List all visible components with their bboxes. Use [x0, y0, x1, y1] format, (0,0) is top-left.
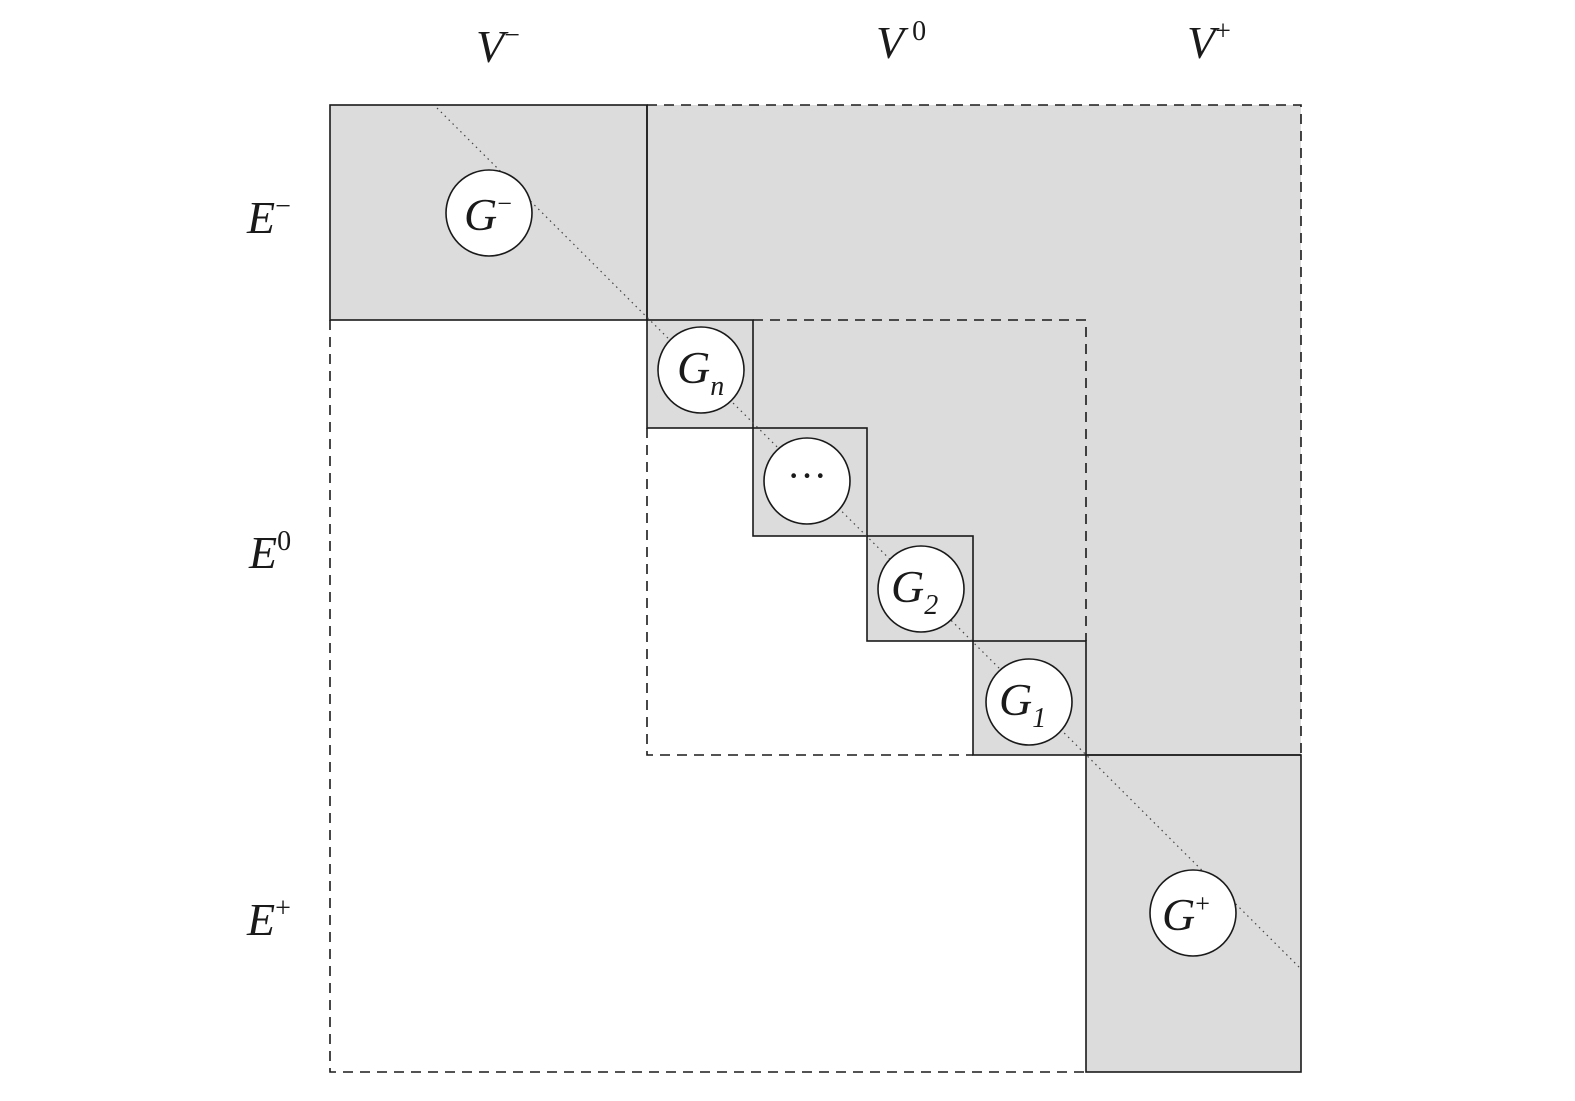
- block-g-2-label: G2: [891, 561, 938, 621]
- row-label-e-plus: E+: [246, 893, 291, 945]
- block-dots: ···: [763, 437, 851, 525]
- block-dots-circle: [763, 437, 851, 525]
- outer-dashed-top-right: [647, 104, 1302, 755]
- col-label-v-minus: V−: [476, 20, 520, 72]
- block-g-plus-label: G+: [1162, 889, 1210, 940]
- block-g-plus-circle: [1149, 869, 1237, 957]
- block-g-n: Gn: [657, 326, 745, 414]
- outer-dashed-bottom-left: [329, 320, 1086, 1073]
- inner-dashed-bottom-left: [646, 428, 973, 756]
- inner-dashed-top-right: [753, 319, 1087, 641]
- block-dots-label: ···: [787, 453, 827, 498]
- block-g-n-label: Gn: [677, 342, 724, 402]
- dashed-outlines: [329, 104, 1302, 1073]
- block-g-minus-circle: [445, 169, 533, 257]
- block-g-n-circle: [657, 326, 745, 414]
- block-g-minus-label: G−: [464, 189, 512, 240]
- block-dots-frame: [752, 427, 868, 537]
- solid-outlines: [329, 104, 1302, 1073]
- block-g-plus: G+: [1149, 869, 1237, 957]
- block-g-1-frame: [972, 640, 1087, 756]
- block-g-n-frame: [646, 319, 754, 429]
- block-g-2-frame: [866, 535, 974, 642]
- row-label-e-zero: E0: [248, 526, 291, 578]
- block-g-1: G1: [985, 658, 1073, 746]
- row-label-e-minus: E−: [246, 191, 291, 243]
- block-g-2: G2: [877, 545, 965, 633]
- block-g-1-label: G1: [999, 674, 1046, 734]
- block-g-minus: G−: [445, 169, 533, 257]
- block-g-2-circle: [877, 545, 965, 633]
- block-g-plus-frame: [1085, 754, 1302, 1073]
- col-label-v-plus: V+: [1187, 16, 1231, 68]
- block-g-1-circle: [985, 658, 1073, 746]
